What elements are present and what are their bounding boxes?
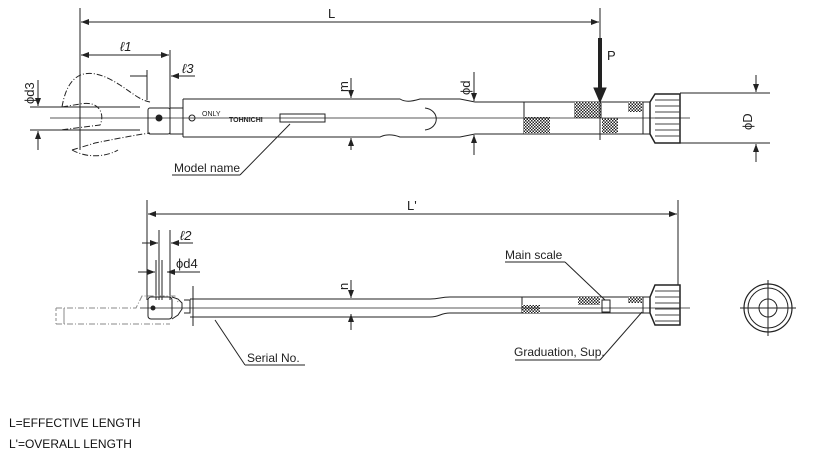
dim-l3: ℓ3 [182, 61, 194, 76]
callout-main-scale: Main scale [505, 248, 563, 262]
brand-mark: TOHNICHI [229, 117, 263, 124]
bottom-wrench [55, 200, 690, 366]
dim-n: n [336, 283, 351, 290]
dim-l1: ℓ1 [120, 39, 131, 54]
callout-serial-no: Serial No. [247, 351, 300, 365]
load-P: P [607, 48, 616, 63]
legend-effective-length: L=EFFECTIVE LENGTH [9, 416, 141, 430]
dim-m: m [336, 81, 351, 92]
dim-L: L [328, 6, 335, 21]
top-labels: L ℓ1 ℓ3 ϕd3 m ϕd ϕD P ONLY TOHNICHI Mode… [22, 6, 755, 175]
callout-graduation: Graduation, Sup. [514, 345, 605, 359]
top-wrench [30, 8, 770, 176]
dim-L-prime: L' [407, 198, 417, 213]
callout-model-name: Model name [174, 161, 240, 175]
dim-l2: ℓ2 [180, 228, 192, 243]
end-view [740, 280, 796, 336]
bottom-labels: L' ℓ2 ϕd4 n Main scale Graduation, Sup. … [176, 198, 605, 365]
dim-d4: ϕd4 [176, 256, 198, 271]
dim-D: ϕD [740, 113, 755, 130]
dim-d: ϕd [458, 80, 473, 95]
legend-overall-length: L'=OVERALL LENGTH [9, 437, 132, 451]
only-mark: ONLY [202, 111, 221, 118]
dim-d3: ϕd3 [22, 82, 37, 104]
